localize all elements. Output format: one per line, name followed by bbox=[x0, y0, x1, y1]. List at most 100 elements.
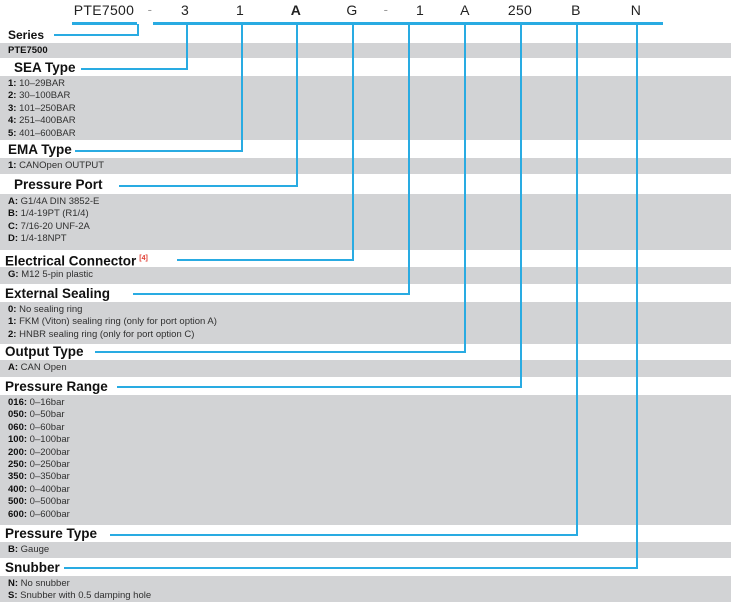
option-description: No sealing ring bbox=[16, 304, 83, 315]
option-description: 0–60bar bbox=[27, 421, 65, 433]
option-row: N: No snubber bbox=[8, 578, 70, 590]
leader-line-horizontal bbox=[74, 150, 241, 152]
segment-underline bbox=[153, 22, 218, 25]
option-description: 0–500bar bbox=[27, 496, 70, 508]
part-number-segment: - bbox=[383, 2, 389, 17]
option-row: 2: 30–100BAR bbox=[8, 90, 70, 102]
segment-stub bbox=[296, 24, 298, 33]
section-title-text: External Sealing bbox=[5, 286, 111, 301]
option-description: No snubber bbox=[18, 578, 70, 589]
segment-stub bbox=[576, 24, 578, 33]
option-band bbox=[0, 576, 731, 602]
segment-stub bbox=[186, 24, 188, 33]
leader-line-horizontal bbox=[177, 259, 352, 261]
section-title: Snubber bbox=[5, 558, 60, 577]
section-title-text: Snubber bbox=[5, 560, 60, 575]
option-band bbox=[0, 360, 731, 377]
option-description: 1/4-18NPT bbox=[18, 233, 67, 245]
option-row: 5: 401–600BAR bbox=[8, 128, 76, 140]
option-row: 1: 10–29BAR bbox=[8, 78, 65, 90]
option-description: 0–350bar bbox=[27, 471, 70, 483]
section-title-text: Electrical Connector bbox=[5, 253, 137, 269]
section-title-text: Series bbox=[8, 28, 45, 42]
segment-underline bbox=[375, 22, 440, 25]
leader-line-horizontal bbox=[118, 185, 296, 187]
segment-underline bbox=[208, 22, 273, 25]
option-code: 5: bbox=[8, 127, 17, 139]
section-title: Series bbox=[8, 28, 44, 43]
option-code: N: bbox=[8, 578, 19, 589]
section-title-text: Pressure Type bbox=[5, 526, 98, 541]
option-description: 0–200bar bbox=[27, 446, 70, 458]
option-row: 400: 0–400bar bbox=[8, 484, 70, 496]
option-description: CAN Open bbox=[18, 362, 67, 373]
part-number-segment: 1 bbox=[235, 2, 245, 18]
part-number-segment: PTE7500 bbox=[73, 2, 135, 18]
option-code: 2: bbox=[8, 328, 17, 340]
option-row: 1: CANOpen OUTPUT bbox=[8, 160, 104, 172]
segment-underline bbox=[72, 22, 137, 25]
segment-underline bbox=[598, 22, 663, 25]
option-row: 100: 0–100bar bbox=[8, 434, 70, 446]
part-number-segment: A bbox=[290, 2, 302, 18]
option-row: A: G1/4A DIN 3852-E bbox=[8, 196, 99, 208]
option-description: 0–50bar bbox=[27, 409, 65, 421]
option-row: 2: HNBR sealing ring (only for port opti… bbox=[8, 329, 194, 341]
option-code: 060: bbox=[8, 421, 28, 433]
leader-line-vertical bbox=[636, 33, 638, 569]
footnote-marker: [4] bbox=[139, 255, 148, 262]
segment-underline bbox=[541, 22, 606, 25]
option-code: 2: bbox=[8, 90, 17, 102]
option-band bbox=[0, 542, 731, 558]
option-row: A: CAN Open bbox=[8, 362, 67, 374]
option-row: PTE7500 bbox=[8, 45, 48, 57]
section-title-text: SEA Type bbox=[14, 60, 76, 75]
option-code: PTE7500 bbox=[8, 45, 48, 56]
segment-underline bbox=[263, 22, 328, 25]
option-code: 0: bbox=[8, 304, 17, 315]
option-row: B: 1/4-19PT (R1/4) bbox=[8, 208, 89, 220]
segment-stub bbox=[520, 24, 522, 33]
option-description: 30–100BAR bbox=[16, 90, 71, 102]
leader-line-vertical bbox=[408, 33, 410, 295]
option-row: S: Snubber with 0.5 damping hole bbox=[8, 590, 151, 602]
option-code: 200: bbox=[8, 446, 28, 458]
option-band bbox=[0, 267, 731, 284]
option-code: 1: bbox=[8, 160, 17, 171]
leader-line-horizontal bbox=[94, 351, 464, 353]
option-row: 1: FKM (Viton) sealing ring (only for po… bbox=[8, 316, 217, 328]
section-title-text: Output Type bbox=[5, 344, 84, 359]
option-description: 10–29BAR bbox=[16, 78, 66, 89]
section-title-text: Pressure Port bbox=[14, 177, 103, 192]
section-title: Output Type bbox=[5, 342, 84, 361]
option-code: A: bbox=[8, 196, 19, 207]
option-description: 0–250bar bbox=[27, 459, 70, 470]
option-description: 0–100bar bbox=[27, 434, 70, 446]
option-description: Snubber with 0.5 damping hole bbox=[17, 590, 152, 602]
option-description: Gauge bbox=[18, 544, 50, 555]
segment-stub bbox=[137, 24, 139, 33]
segment-stub bbox=[408, 24, 410, 33]
segment-underline bbox=[485, 22, 550, 25]
option-description: G1/4A DIN 3852-E bbox=[18, 196, 100, 207]
option-row: G: M12 5-pin plastic bbox=[8, 269, 93, 281]
option-description: 251–400BAR bbox=[16, 115, 76, 127]
leader-line-horizontal bbox=[80, 68, 186, 70]
section-title-text: EMA Type bbox=[8, 142, 72, 157]
leader-line-horizontal bbox=[109, 534, 576, 536]
option-code: 400: bbox=[8, 483, 28, 495]
section-title: Electrical Connector[4] bbox=[5, 250, 148, 271]
part-number-segment: N bbox=[630, 2, 642, 18]
option-code: 3: bbox=[8, 102, 17, 114]
option-band bbox=[0, 76, 731, 140]
option-band bbox=[0, 158, 731, 174]
leader-line-vertical bbox=[241, 33, 243, 152]
part-number-segment: 1 bbox=[415, 2, 425, 18]
segment-underline bbox=[430, 22, 495, 25]
option-row: 200: 0–200bar bbox=[8, 447, 70, 459]
option-code: A: bbox=[8, 362, 19, 373]
segment-stub bbox=[352, 24, 354, 33]
option-row: 350: 0–350bar bbox=[8, 471, 70, 483]
